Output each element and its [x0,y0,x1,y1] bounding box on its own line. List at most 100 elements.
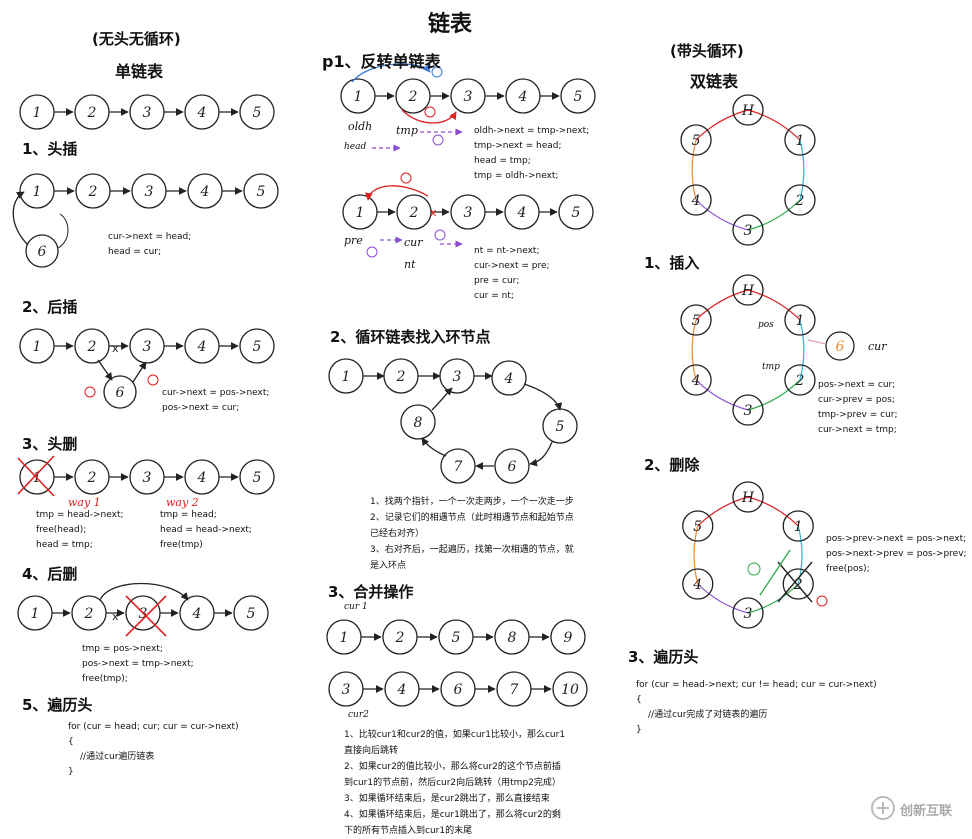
svg-text:6: 6 [116,385,125,401]
svg-text:5: 5 [574,89,583,105]
dll-node: 3 [732,394,764,426]
svg-text:1: 1 [342,369,351,385]
list-node: 7 [496,671,532,707]
list-node: 3 [131,173,167,209]
dll-link [747,379,801,411]
svg-text:4: 4 [691,193,701,209]
reverse-arrow-c [365,185,429,201]
mark-purple-2 [434,229,446,241]
svg-text:2: 2 [88,184,98,200]
dll-node: 2 [784,184,816,216]
mark-purple-1 [432,134,444,146]
svg-text:5: 5 [693,519,702,535]
code-head-delete-1: tmp = head->next;free(head);head = tmp; [36,510,124,550]
list-node: 5 [243,173,279,209]
list-node: 2 [74,94,110,130]
list-node: 6 [494,448,530,484]
svg-text:3: 3 [145,184,154,200]
right-subtitle: 双链表 [690,72,739,91]
cut-mark-2: x [112,610,119,623]
dll-node: 1 [782,510,814,542]
list-node: 9 [550,619,586,655]
svg-text:1: 1 [33,105,42,121]
list-node: 2 [383,358,419,394]
svg-text:1: 1 [794,519,803,535]
svg-text:2: 2 [408,89,418,105]
label-nt: nt [404,258,416,271]
svg-text:4: 4 [518,89,528,105]
heading-dll-insert: 1、插入 [644,254,700,272]
svg-text:4: 4 [517,205,527,221]
reverse-arrow-a [351,63,431,83]
svg-text:1: 1 [33,184,42,200]
dll-node: H [732,94,764,126]
list-node: 1 [326,619,362,655]
svg-text:1: 1 [33,339,42,355]
list-node: 4 [179,595,215,631]
svg-text:3: 3 [143,339,152,355]
code-dll-insert: pos->next = cur;cur->prev = pos; tmp->pr… [818,380,898,435]
head-insert-scribble [57,213,69,249]
list-node: 4 [384,671,420,707]
list-node: 4 [184,94,220,130]
svg-text:4: 4 [197,339,207,355]
list-node: 3 [450,194,486,230]
heading-head-insert: 1、头插 [22,140,78,158]
svg-text:9: 9 [564,630,573,646]
mark-blue-1 [431,66,443,78]
svg-text:6: 6 [38,244,47,260]
svg-text:H: H [741,103,755,119]
list-node: 3 [439,358,475,394]
dll-link [695,379,749,411]
list-node: 4 [505,78,541,114]
list-node: 1 [19,328,55,364]
dll-link [747,109,801,141]
list-node: 4 [504,194,540,230]
list-node: 2 [75,173,111,209]
dll-link [695,109,749,141]
label-head: head [344,142,367,152]
list-node: 5 [438,619,474,655]
label-pre: pre [344,234,363,247]
label-cur2: cur2 [348,710,369,720]
left-subtitle: 单链表 [115,62,164,81]
dll-new-node: 6 [825,331,855,361]
svg-text:1: 1 [356,205,365,221]
list-node: 1 [19,173,55,209]
list-node: 8 [494,619,530,655]
dll-node: 2 [784,364,816,396]
code-head-insert: cur->next = head;head = cur; [108,232,192,257]
svg-text:1: 1 [354,89,363,105]
dll-node: 5 [682,510,714,542]
list-node: 4 [184,459,220,495]
svg-text:3: 3 [744,223,753,239]
dll-link [747,496,799,527]
svg-text:4: 4 [397,682,407,698]
svg-text:5: 5 [452,630,461,646]
reverse-arrow-b [401,109,457,124]
list-node: 7 [440,448,476,484]
svg-text:2: 2 [395,630,405,646]
dll-node: 4 [682,568,714,600]
svg-text:1: 1 [340,630,349,646]
new-node: 6 [25,234,59,268]
delete-cross-tail [125,595,167,637]
svg-text:H: H [741,490,755,506]
page-title: 链表 [428,12,473,37]
svg-text:7: 7 [454,459,463,475]
svg-text:6: 6 [836,339,845,355]
dll-link [691,139,697,201]
svg-text:2: 2 [396,369,406,385]
code-dll-delete: pos->prev->next = pos->next;pos->next->p… [826,534,967,574]
svg-text:5: 5 [572,205,581,221]
mark-green-1 [747,562,761,576]
list-node: 1 [19,94,55,130]
svg-text:2: 2 [795,373,805,389]
list-node: 3 [450,78,486,114]
svg-text:2: 2 [87,105,97,121]
svg-text:6: 6 [508,459,517,475]
bypass-link [99,582,189,601]
watermark-text: 创新互联 [900,804,953,819]
